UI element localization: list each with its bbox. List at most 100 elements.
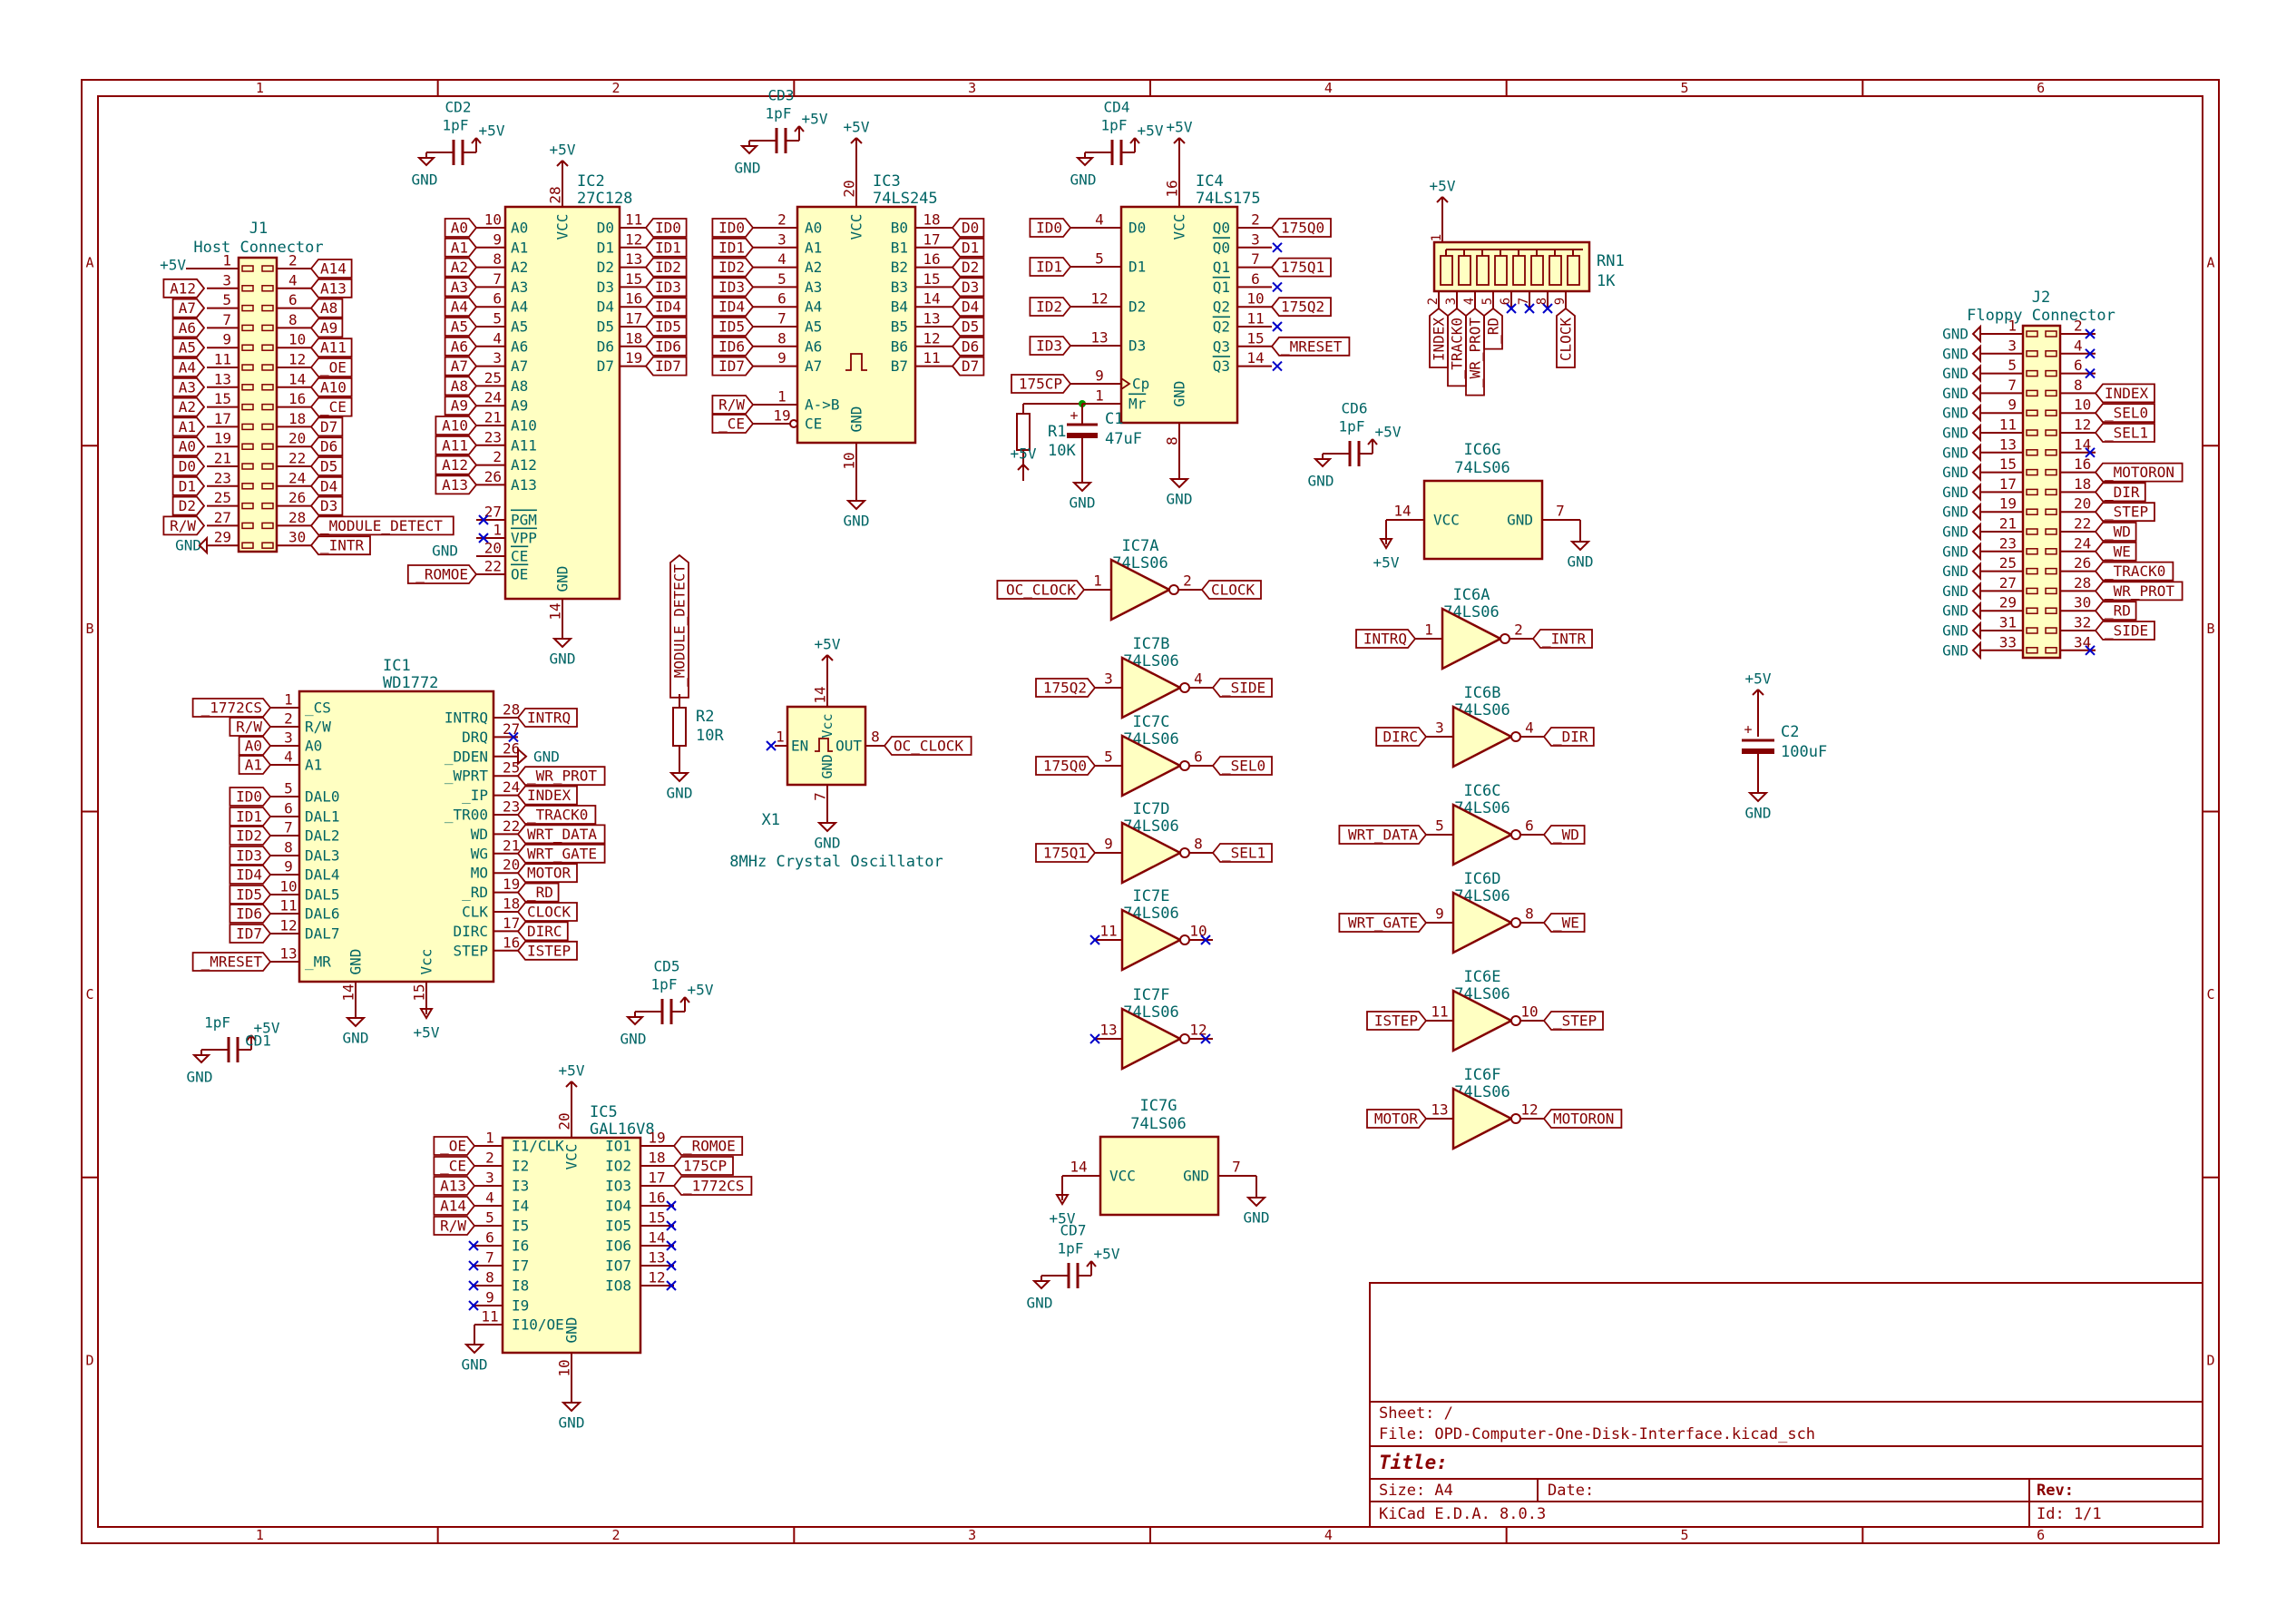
pin-socket xyxy=(2026,409,2038,416)
pin-number: 28 xyxy=(2074,574,2091,592)
power-symbol-vcc: +5V xyxy=(1011,445,1037,481)
power-symbol-gnd: GND xyxy=(1568,531,1593,571)
pin-number: 16 xyxy=(2074,455,2091,473)
net-label-text: A2 xyxy=(451,259,468,276)
pin-socket xyxy=(2045,409,2057,416)
pin-name: Cp xyxy=(1132,376,1149,393)
pin-number: 11 xyxy=(1246,310,1264,328)
net-label: A2 xyxy=(171,396,206,417)
pin-number: 25 xyxy=(214,489,231,506)
gnd-triangle xyxy=(1971,621,1981,641)
pin-number: 14 xyxy=(923,290,940,308)
net-label-text: A1 xyxy=(451,239,468,256)
pin-number: 27 xyxy=(214,509,231,526)
net-label-flag xyxy=(1429,307,1449,368)
net-label-flag xyxy=(2094,522,2137,542)
power-name: +5V xyxy=(479,122,505,140)
net-label-flag xyxy=(309,475,344,496)
pin-number: 25 xyxy=(503,759,520,777)
no-connect-marker xyxy=(478,514,489,525)
power-name: +5V xyxy=(844,119,870,136)
no-connect-marker xyxy=(666,1220,677,1231)
power-symbol-gnd: GND xyxy=(1244,1187,1269,1227)
pin-number: 8 xyxy=(1164,436,1181,445)
pin-number: 5 xyxy=(284,780,293,797)
pin-number: 12 xyxy=(2074,416,2091,434)
ref-designator: R2 xyxy=(696,708,714,726)
gnd-triangle xyxy=(669,772,690,783)
net-label: _1772CS xyxy=(672,1176,753,1196)
pin-name: I8 xyxy=(512,1277,529,1295)
power-name: +5V xyxy=(254,1020,280,1037)
net-label-flag xyxy=(1542,1109,1623,1129)
net-label-flag xyxy=(1011,374,1072,394)
no-connect-stroke xyxy=(1089,1033,1100,1044)
power-name: GND xyxy=(175,537,201,554)
net-label: _TRACK0 xyxy=(2094,561,2174,582)
net-label-flag xyxy=(309,278,353,298)
pin-number: 26 xyxy=(484,468,502,485)
net-label-flag xyxy=(1200,580,1262,600)
power-symbol-vcc: +5V xyxy=(550,142,576,177)
pin-number: 9 xyxy=(2008,396,2017,414)
pin-name: GND xyxy=(1171,381,1188,407)
pin-number: 23 xyxy=(503,798,520,816)
net-label-flag xyxy=(711,317,755,337)
net-label: _OE xyxy=(433,1136,476,1156)
ic-body xyxy=(501,1136,642,1355)
net-label-text: WRT_GATE xyxy=(1348,915,1418,932)
net-label-flag xyxy=(1211,756,1273,776)
net-label: _MODULE_DETECT xyxy=(309,515,454,536)
net-label: A3 xyxy=(444,277,478,298)
net-label-text: ID2 xyxy=(718,259,745,276)
pin-number: 6 xyxy=(1194,748,1203,766)
power-unit-body xyxy=(1422,479,1544,561)
pin-number: 15 xyxy=(411,983,428,1001)
pin-number: 2 xyxy=(1426,298,1441,305)
ref-designator: X1 xyxy=(762,811,780,829)
pin-socket xyxy=(261,265,274,272)
net-label-flag xyxy=(433,1156,476,1176)
net-label: _STEP xyxy=(2094,502,2155,523)
net-label-text: INTRQ xyxy=(1363,631,1407,648)
net-label-flag xyxy=(644,277,688,298)
pin-name: DAL3 xyxy=(305,847,340,865)
zone-col-label: 3 xyxy=(968,1527,976,1543)
no-connect-stroke xyxy=(478,514,489,525)
pin-number: 28 xyxy=(503,701,520,719)
inversion-bubble xyxy=(1510,1113,1521,1124)
pin-name: DAL0 xyxy=(305,788,340,806)
net-label: D6 xyxy=(951,336,985,357)
net-label: D6 xyxy=(309,436,344,457)
pin-number: 4 xyxy=(288,271,298,289)
net-label-flag xyxy=(309,495,344,516)
pin-number: 17 xyxy=(625,310,642,328)
net-label-flag xyxy=(1483,307,1503,350)
net-label-text: D1 xyxy=(962,239,979,256)
net-label: ID3 xyxy=(1029,336,1072,356)
pin-number: 26 xyxy=(503,739,520,757)
power-name: GND xyxy=(1942,444,1969,461)
net-label-text: _WD xyxy=(1553,827,1579,844)
pin-name: Q0 xyxy=(1213,220,1230,237)
net-label-flag xyxy=(1029,336,1072,356)
no-connect-marker xyxy=(1089,934,1100,945)
no-connect-marker xyxy=(1272,242,1283,253)
pin-socket xyxy=(2026,567,2038,575)
net-label-text: _TRACK0 xyxy=(2105,563,2165,580)
net-label-flag xyxy=(516,708,578,728)
net-label-text: _WR_PROT xyxy=(1467,318,1484,387)
power-arrow xyxy=(1367,438,1373,445)
net-label-flag xyxy=(672,1176,753,1196)
net-label: _SEL1 xyxy=(2094,423,2155,443)
pin-number: 2 xyxy=(777,211,787,229)
gnd-triangle xyxy=(1031,1280,1051,1290)
net-label-text: INDEX xyxy=(527,787,572,804)
gnd-triangle xyxy=(739,145,759,155)
pin-number: 4 xyxy=(284,748,293,766)
pin-number: 7 xyxy=(1232,1159,1241,1176)
power-arrow-down xyxy=(419,1008,434,1020)
net-label-flag xyxy=(951,297,985,318)
